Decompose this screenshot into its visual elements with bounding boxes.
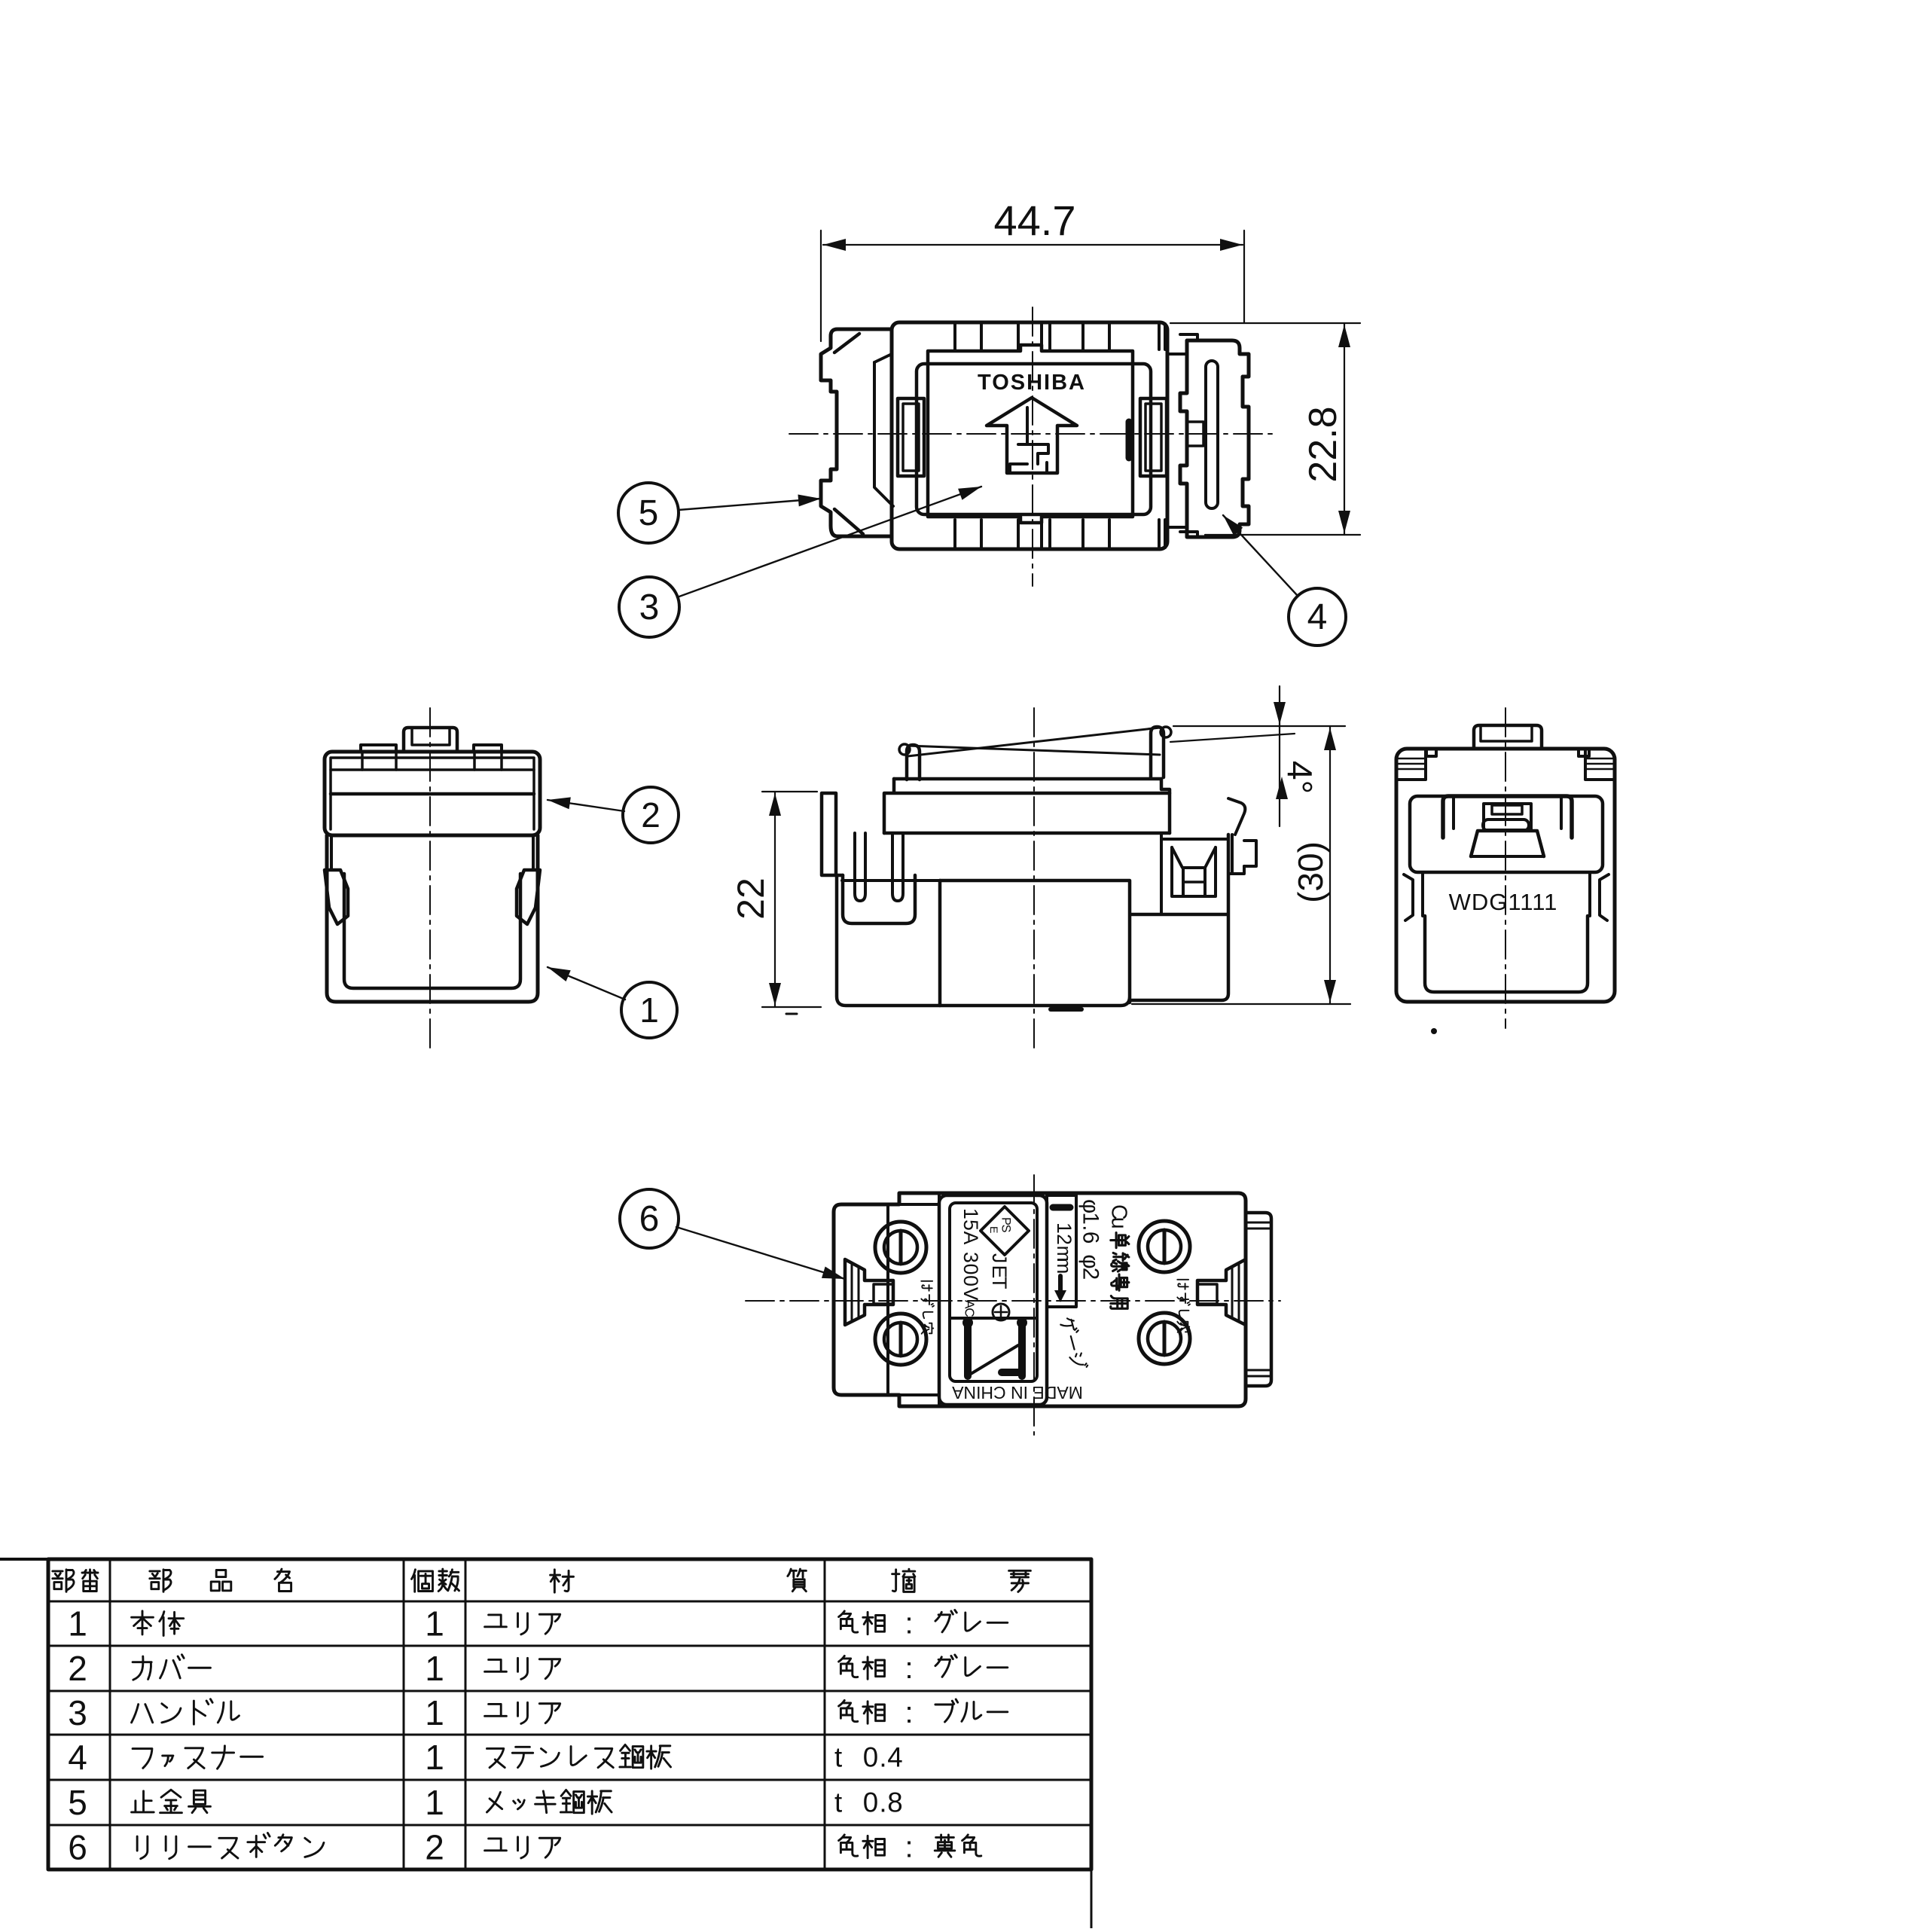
svg-text:1: 1: [425, 1649, 444, 1688]
svg-text:φ: φ: [1078, 1254, 1103, 1268]
svg-text:1: 1: [959, 1208, 982, 1219]
svg-text:TOSHIBA: TOSHIBA: [978, 371, 1086, 395]
svg-text:P: P: [999, 1217, 1013, 1225]
svg-text:2: 2: [1078, 1268, 1103, 1280]
svg-text:5: 5: [639, 493, 659, 533]
svg-text:1: 1: [425, 1693, 444, 1732]
svg-text:.: .: [1078, 1225, 1103, 1231]
svg-text:6: 6: [639, 1199, 660, 1239]
svg-text:t: t: [834, 1787, 842, 1818]
svg-text:2: 2: [1053, 1234, 1075, 1245]
svg-text:5: 5: [959, 1219, 982, 1231]
svg-text:1: 1: [1053, 1222, 1075, 1234]
svg-text:1: 1: [425, 1738, 444, 1777]
svg-text:J: J: [988, 1253, 1011, 1263]
svg-text:C: C: [1106, 1204, 1130, 1220]
svg-text:t: t: [834, 1741, 842, 1772]
svg-text:2: 2: [425, 1828, 444, 1867]
svg-text:44.7: 44.7: [994, 197, 1076, 244]
svg-text:3: 3: [639, 588, 660, 627]
svg-text:m: m: [1053, 1257, 1075, 1274]
svg-text:4: 4: [68, 1738, 87, 1777]
svg-text:A: A: [962, 1300, 978, 1309]
svg-text:1: 1: [425, 1604, 444, 1644]
svg-text:C: C: [962, 1308, 978, 1317]
svg-text:E: E: [987, 1226, 999, 1234]
svg-text:m: m: [1053, 1246, 1075, 1262]
svg-text:.: .: [879, 1741, 886, 1772]
svg-text:3: 3: [959, 1252, 982, 1263]
svg-text:2: 2: [68, 1649, 87, 1688]
svg-text:1: 1: [425, 1783, 444, 1822]
svg-text:3: 3: [68, 1693, 87, 1732]
svg-text::: :: [905, 1652, 913, 1685]
svg-text:u: u: [1106, 1217, 1130, 1229]
svg-text:2: 2: [641, 795, 660, 835]
svg-text:T: T: [988, 1277, 1011, 1289]
svg-text:φ: φ: [1078, 1199, 1103, 1213]
svg-text:4: 4: [887, 1741, 902, 1772]
svg-text:6: 6: [68, 1828, 87, 1867]
svg-text:0: 0: [959, 1275, 982, 1286]
svg-text:6: 6: [1078, 1232, 1103, 1244]
svg-text::: :: [905, 1696, 913, 1729]
svg-text:4°: 4°: [1280, 761, 1319, 794]
svg-text:0: 0: [959, 1264, 982, 1275]
svg-text:4: 4: [1307, 597, 1328, 637]
svg-text:1: 1: [68, 1604, 87, 1644]
svg-text:.: .: [879, 1787, 886, 1818]
svg-text:22.8: 22.8: [1301, 406, 1345, 482]
svg-text:22: 22: [730, 877, 772, 920]
svg-text:1: 1: [1078, 1212, 1103, 1224]
svg-text:0: 0: [863, 1741, 878, 1772]
svg-text:(30): (30): [1291, 841, 1330, 903]
svg-text:S: S: [999, 1225, 1013, 1233]
svg-text:MADE IN CHINA: MADE IN CHINA: [951, 1383, 1082, 1402]
svg-text:WDG1111: WDG1111: [1449, 889, 1558, 915]
svg-text:0: 0: [863, 1787, 878, 1818]
svg-text::: :: [905, 1831, 913, 1864]
svg-text:8: 8: [887, 1787, 902, 1818]
svg-text:1: 1: [639, 990, 659, 1030]
svg-text:E: E: [988, 1265, 1011, 1279]
svg-text:A: A: [959, 1232, 982, 1245]
svg-text:5: 5: [68, 1783, 87, 1822]
svg-text:V: V: [959, 1287, 982, 1301]
svg-text::: :: [905, 1607, 913, 1641]
